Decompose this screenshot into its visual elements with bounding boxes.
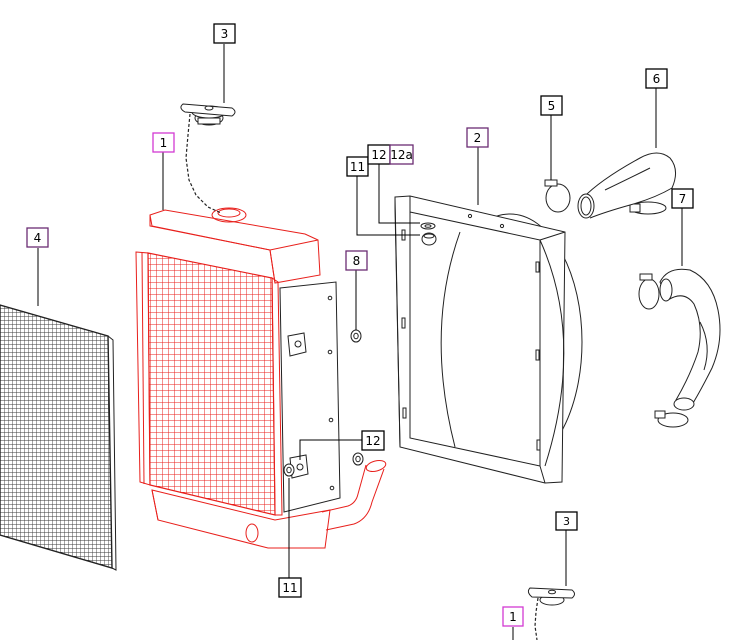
callout-11-bottom[interactable]: 11 bbox=[278, 577, 302, 598]
callout-label: 8 bbox=[353, 254, 361, 268]
callout-6[interactable]: 6 bbox=[645, 68, 668, 89]
callout-7[interactable]: 7 bbox=[671, 188, 694, 209]
callout-2[interactable]: 2 bbox=[466, 127, 489, 148]
callout-label: 4 bbox=[34, 231, 42, 245]
callout-label: 1 bbox=[160, 136, 168, 150]
callout-1-bottom[interactable]: 1 bbox=[502, 606, 524, 627]
callout-4[interactable]: 4 bbox=[26, 227, 49, 248]
callout-12a[interactable]: 12a bbox=[389, 144, 414, 165]
callout-label: 5 bbox=[548, 99, 556, 113]
cap-icon[interactable] bbox=[527, 587, 575, 640]
side-bracket bbox=[279, 281, 341, 513]
hose-icon[interactable] bbox=[659, 268, 721, 411]
callout-label: 12a bbox=[390, 148, 413, 162]
callout-label: 6 bbox=[653, 72, 661, 86]
radiator-icon[interactable] bbox=[135, 207, 387, 549]
callout-label: 11 bbox=[350, 160, 365, 174]
callout-label: 1 bbox=[509, 610, 517, 624]
bolt-icon[interactable] bbox=[283, 463, 295, 477]
washer-icon[interactable] bbox=[420, 222, 437, 246]
callout-label: 7 bbox=[679, 192, 687, 206]
shroud-icon[interactable] bbox=[394, 195, 583, 484]
mesh-screen-icon[interactable] bbox=[0, 304, 117, 571]
callout-label: 11 bbox=[282, 581, 297, 595]
callout-label: 3 bbox=[563, 515, 570, 528]
callout-label: 2 bbox=[474, 131, 482, 145]
callout-label: 12 bbox=[371, 148, 386, 162]
callout-label: 3 bbox=[221, 27, 229, 41]
hose-icon[interactable] bbox=[577, 152, 676, 219]
clamp-icon[interactable] bbox=[544, 179, 689, 428]
nut-icon[interactable] bbox=[350, 329, 364, 466]
callout-12-bottom[interactable]: 12 bbox=[361, 430, 385, 451]
callout-1-top[interactable]: 1 bbox=[152, 132, 175, 153]
callout-11-top[interactable]: 11 bbox=[346, 156, 369, 177]
callout-label: 12 bbox=[365, 434, 380, 448]
callout-5[interactable]: 5 bbox=[540, 95, 563, 116]
leader-lines bbox=[37, 44, 683, 640]
callout-12-top[interactable]: 12 bbox=[367, 144, 391, 165]
cap-icon[interactable] bbox=[180, 103, 236, 214]
callout-3-top[interactable]: 3 bbox=[213, 23, 236, 44]
callout-8[interactable]: 8 bbox=[345, 250, 368, 271]
callout-3-bottom[interactable]: 3 bbox=[555, 511, 578, 531]
